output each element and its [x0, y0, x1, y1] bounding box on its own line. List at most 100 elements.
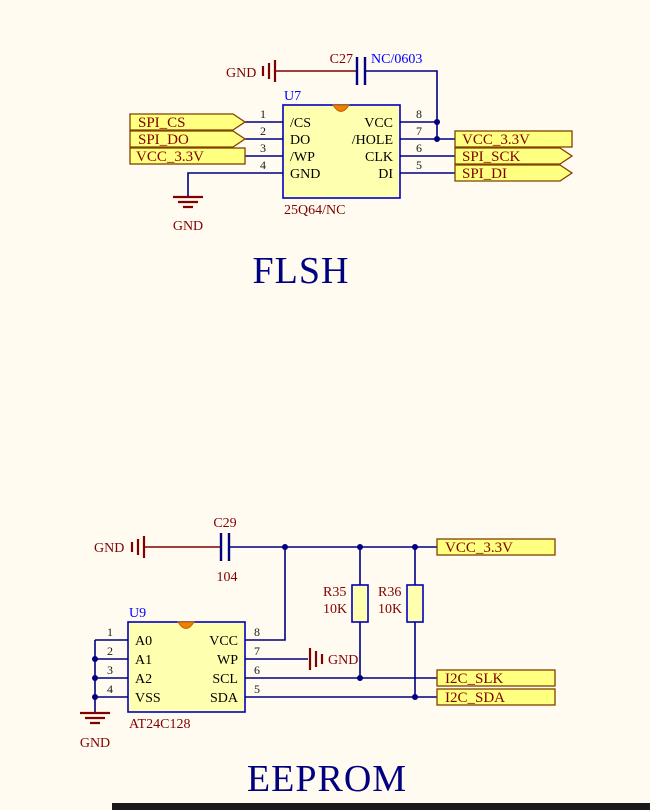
- resistor-designator: R36: [378, 585, 401, 600]
- port-flag: [436, 538, 556, 556]
- wire: [187, 172, 283, 197]
- pin-name: CLK: [365, 150, 393, 165]
- port-label: I2C_SDA: [445, 690, 505, 706]
- port-label: I2C_SLK: [445, 671, 504, 687]
- pin-name: A0: [135, 634, 152, 649]
- port-label: VCC_3.3V: [136, 149, 204, 165]
- ground-bars-icon: [173, 195, 203, 209]
- port-spi-do[interactable]: SPI_DO: [129, 130, 247, 148]
- gnd-label: GND: [328, 653, 358, 668]
- chip-designator: U9: [129, 606, 146, 621]
- capacitor-value: 104: [217, 570, 238, 585]
- pin-number: 1: [260, 107, 266, 121]
- wire: [245, 677, 437, 698]
- pin-number: 7: [254, 644, 260, 658]
- port-flag: [129, 130, 247, 148]
- gnd-label: GND: [80, 736, 110, 751]
- port-flag: [436, 688, 556, 706]
- port-spi-sck[interactable]: SPI_SCK: [454, 147, 574, 165]
- sheet-border-bottom: [112, 803, 650, 810]
- chip-body: [127, 621, 246, 713]
- chip-u7[interactable]: U7 25Q64/NC /CS DO /WP GND VCC /HOLE CLK…: [260, 89, 422, 218]
- pin-number: 5: [416, 158, 422, 172]
- eeprom-wp-gnd-symbol[interactable]: GND: [308, 648, 358, 670]
- chip-body: [282, 104, 401, 199]
- eeprom-gnd-power-symbol[interactable]: GND: [94, 536, 221, 558]
- junction-dot: [92, 675, 98, 681]
- pin-number: 3: [107, 663, 113, 677]
- resistor-value: 10K: [378, 602, 402, 617]
- chip-u9-pin-wires[interactable]: [92, 639, 437, 713]
- pin-number: 4: [107, 682, 113, 696]
- port-vcc-eeprom[interactable]: VCC_3.3V: [436, 538, 556, 556]
- gnd-label: GND: [94, 541, 124, 556]
- chip-notch-icon: [177, 621, 195, 629]
- flash-gnd-earth-symbol[interactable]: GND: [173, 172, 283, 234]
- pin-name: WP: [217, 653, 238, 668]
- port-spi-di[interactable]: SPI_DI: [454, 164, 574, 182]
- flash-section-title[interactable]: FLSH: [253, 250, 350, 292]
- gnd-label: GND: [173, 219, 203, 234]
- wire: [400, 121, 455, 174]
- port-label: SPI_SCK: [462, 149, 521, 165]
- pin-number: 6: [254, 663, 260, 677]
- pin-number: 5: [254, 682, 260, 696]
- wire: [245, 547, 286, 641]
- pin-name: DO: [290, 133, 310, 148]
- port-i2c-slk[interactable]: I2C_SLK: [436, 669, 556, 687]
- chip-part-number: AT24C128: [129, 717, 190, 732]
- capacitor-value: NC/0603: [371, 52, 422, 67]
- port-label: SPI_DO: [138, 132, 189, 148]
- pin-name: SCL: [212, 672, 238, 687]
- pin-name: DI: [378, 167, 393, 182]
- resistor-r36[interactable]: R36 10K: [378, 547, 424, 700]
- port-label: SPI_DI: [462, 166, 507, 182]
- wire: [245, 121, 283, 157]
- capacitor-designator: C27: [330, 52, 353, 67]
- resistor-body: [406, 584, 424, 623]
- pin-name: VCC: [364, 116, 393, 131]
- capacitor-c29[interactable]: C29 104: [213, 516, 237, 585]
- ground-bars-icon: [308, 648, 324, 670]
- pin-name: /HOLE: [352, 133, 393, 148]
- chip-designator: U7: [284, 89, 301, 104]
- eeprom-gnd-earth-symbol[interactable]: GND: [80, 711, 110, 751]
- pin-number: 8: [416, 107, 422, 121]
- flash-gnd-power-symbol[interactable]: GND: [226, 60, 357, 82]
- port-spi-cs[interactable]: SPI_CS: [129, 113, 247, 131]
- resistor-body: [351, 584, 369, 623]
- pin-name: SDA: [210, 691, 239, 706]
- capacitor-c27[interactable]: C27 NC/0603: [330, 52, 423, 85]
- port-vcc-left[interactable]: VCC_3.3V: [129, 147, 246, 165]
- port-flag: [129, 147, 246, 165]
- junction-dot: [92, 694, 98, 700]
- port-label: VCC_3.3V: [445, 540, 513, 556]
- resistor-designator: R35: [323, 585, 346, 600]
- port-flag: [454, 130, 573, 148]
- chip-u9[interactable]: U9 AT24C128 A0 A1 A2 VSS VCC WP SCL SDA …: [107, 606, 260, 732]
- pin-name: A1: [135, 653, 152, 668]
- port-vcc-right[interactable]: VCC_3.3V: [454, 130, 573, 148]
- pin-name: VSS: [135, 691, 161, 706]
- junction-dot: [92, 656, 98, 662]
- pin-name: VCC: [209, 634, 238, 649]
- port-i2c-sda[interactable]: I2C_SDA: [436, 688, 556, 706]
- pin-name: /WP: [290, 150, 315, 165]
- pin-number: 3: [260, 141, 266, 155]
- chip-notch-icon: [332, 104, 350, 112]
- ground-bars-icon: [80, 711, 110, 725]
- gnd-label: GND: [226, 66, 256, 81]
- pin-number: 8: [254, 625, 260, 639]
- eeprom-section-title[interactable]: EEPROM: [247, 758, 407, 800]
- pin-name: /CS: [290, 116, 311, 131]
- flash-circuit: GND C27 NC/0603 U7 25Q64/NC /CS DO /WP G…: [129, 52, 574, 292]
- chip-u7-pin-wires[interactable]: [245, 121, 455, 174]
- pin-name: GND: [290, 167, 320, 182]
- port-flag: [436, 669, 556, 687]
- resistor-r35[interactable]: R35 10K: [323, 547, 369, 681]
- pin-number: 2: [260, 124, 266, 138]
- port-flag: [454, 164, 574, 182]
- wire: [95, 639, 128, 698]
